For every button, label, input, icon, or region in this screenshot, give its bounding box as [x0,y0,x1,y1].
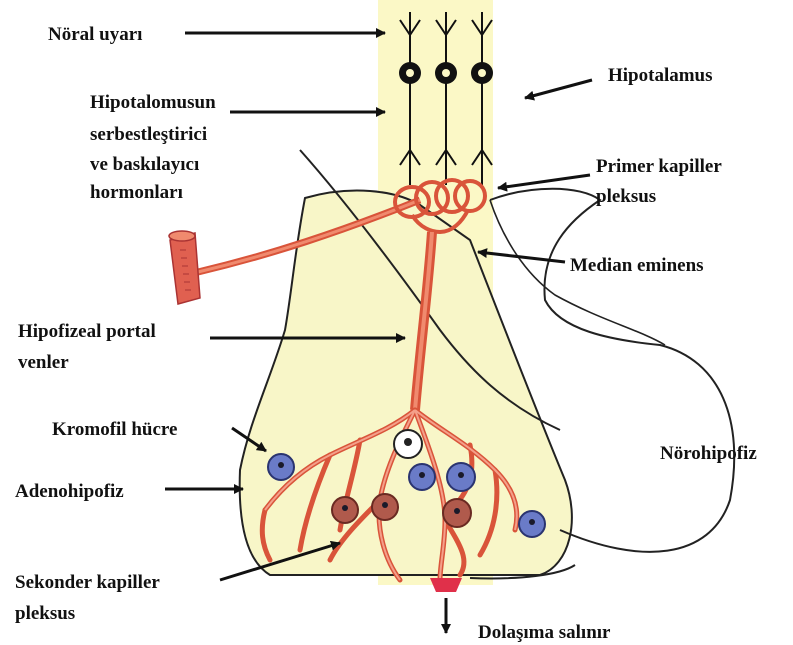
label-norohipofiz: Nörohipofiz [660,443,757,464]
label-portal-1: Hipofizeal portal [18,321,156,342]
label-hipotalamus: Hipotalamus [608,65,713,86]
label-hormonlar-1: Hipotalomusun [90,92,216,113]
label-dolasim: Dolaşıma salınır [478,622,611,643]
label-sekonder-2: pleksus [15,603,75,624]
label-median-eminens: Median eminens [570,255,704,276]
label-hormonlar-4: hormonları [90,182,183,203]
label-noral-uyari: Nöral uyarı [48,24,142,45]
label-primer-1: Primer kapiller [596,156,722,177]
label-portal-2: venler [18,352,69,373]
label-kromofil: Kromofil hücre [52,419,177,440]
label-hormonlar-3: ve baskılayıcı [90,154,199,175]
neuron-cell-bodies [399,62,493,84]
efferent-vessel [430,578,462,592]
label-primer-2: pleksus [596,186,656,207]
label-adenohipofiz: Adenohipofiz [15,481,124,502]
label-sekonder-1: Sekonder kapiller [15,572,160,593]
chromophobe-cell [394,430,422,458]
label-hormonlar-2: serbestleştirici [90,124,207,145]
